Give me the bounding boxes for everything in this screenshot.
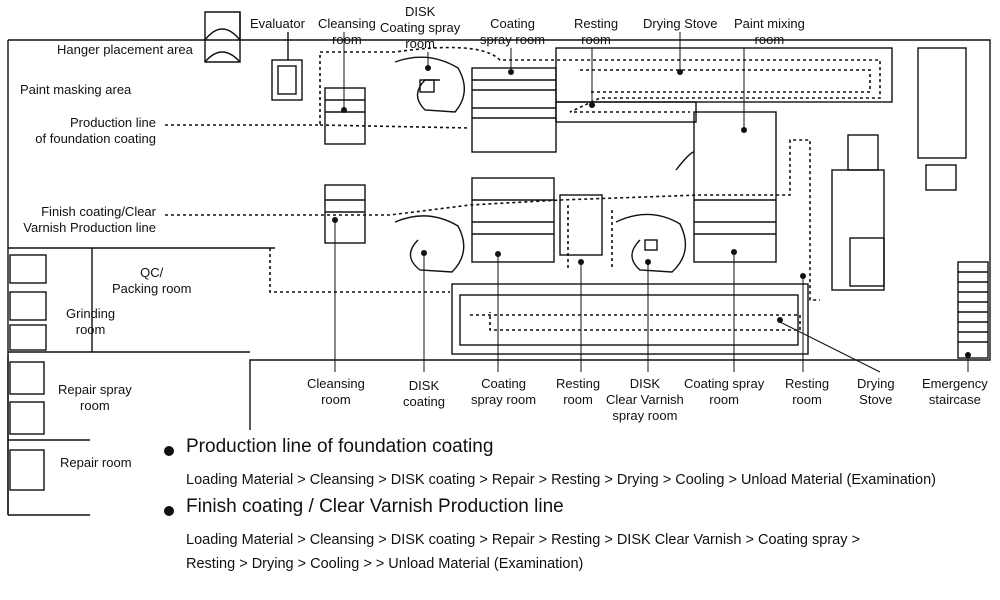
label-resting-bottom: Resting room — [556, 376, 601, 407]
label-resting-top: Resting room — [574, 16, 619, 47]
bullet-icon — [164, 506, 174, 516]
label-grinding: Grinding room — [66, 306, 116, 337]
label-coating-spray-bottom: Coating spray room — [684, 376, 765, 407]
legend-finish-flow-2: Resting > Drying > Cooling > > Unload Ma… — [186, 556, 584, 572]
label-coating-top: Coating spray room — [480, 16, 546, 47]
bullet-icon — [164, 446, 174, 456]
label-coating-bottom: Coating spray room — [471, 376, 537, 407]
label-line-finish: Finish coating/Clear Varnish Production … — [23, 204, 156, 235]
label-drying-stove-bottom: Drying Stove — [857, 376, 895, 407]
label-cleansing-top: Cleansing room — [318, 16, 376, 47]
label-paint-mixing: Paint mixing room — [734, 16, 805, 47]
legend-foundation-title: Production line of foundation coating — [186, 436, 494, 457]
label-resting-bottom-2: Resting room — [785, 376, 830, 407]
label-cleansing-bottom: Cleansing room — [307, 376, 365, 407]
label-line-foundation: Production line of foundation coating — [35, 115, 156, 146]
equipment-right-1 — [917, 47, 967, 159]
cleansing-room-bottom — [324, 184, 366, 244]
drying-stove-bottom — [451, 283, 809, 355]
label-paint-masking: Paint masking area — [20, 82, 132, 97]
legend-foundation-flow: Loading Material > Cleansing > DISK coat… — [186, 472, 936, 488]
label-disk-bottom: DISK coating — [403, 378, 445, 409]
building-outline — [7, 12, 991, 516]
label-evaluator: Evaluator — [250, 16, 305, 31]
cleansing-room-top — [324, 87, 366, 145]
label-repair-spray: Repair spray room — [58, 382, 132, 413]
disk-loop-bottom-2 — [615, 213, 687, 273]
hanger-door — [204, 11, 241, 63]
coating-room-bottom — [471, 177, 555, 263]
label-qc: QC/ Packing room — [112, 265, 192, 296]
equipment-right-2 — [831, 169, 885, 291]
conveyor-finish — [165, 139, 820, 301]
disk-loop-top — [394, 56, 465, 113]
label-drying-stove-top: Drying Stove — [643, 16, 718, 31]
paint-mixing-room — [693, 111, 777, 263]
emergency-staircase — [957, 261, 989, 359]
label-emergency: Emergency staircase — [922, 376, 988, 407]
label-disk-top: DISK Coating spray room — [380, 4, 461, 51]
conveyor-foundation — [165, 46, 881, 126]
resting-drying-corridor-top — [555, 47, 893, 103]
label-disk-clear: DISK Clear Varnish spray room — [606, 376, 684, 423]
label-hanger: Hanger placement area — [57, 42, 193, 57]
disk-loop-bottom-1 — [394, 215, 465, 273]
evaluator-box — [271, 59, 303, 101]
label-repair: Repair room — [60, 455, 132, 470]
legend-finish-flow-1: Loading Material > Cleansing > DISK coat… — [186, 532, 860, 548]
legend-finish-title: Finish coating / Clear Varnish Productio… — [186, 496, 564, 517]
